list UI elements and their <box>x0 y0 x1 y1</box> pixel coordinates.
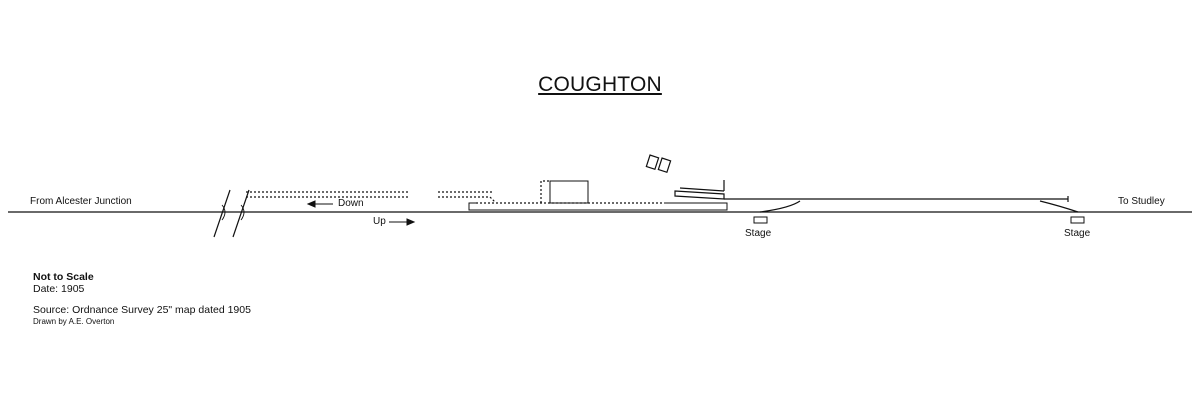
drawn-by-note: Drawn by A.E. Overton <box>33 317 115 326</box>
siding-line <box>679 187 725 192</box>
up-label: Up <box>373 216 386 227</box>
dotted-track-c <box>489 196 497 204</box>
source-note: Source: Ordnance Survey 25" map dated 19… <box>33 304 251 316</box>
small-hut-b <box>657 157 672 174</box>
up-arrow-head <box>406 218 416 226</box>
points-right <box>1039 200 1079 213</box>
building-dotted-outline <box>540 180 550 203</box>
goods-dock <box>674 190 725 200</box>
bridge-right <box>232 189 250 238</box>
points-left <box>759 200 801 213</box>
date-note: Date: 1905 <box>33 283 85 295</box>
platform <box>468 202 728 211</box>
stage-label-left: Stage <box>745 228 772 239</box>
scale-note: Not to Scale <box>33 271 94 283</box>
from-label: From Alcester Junction <box>30 196 132 207</box>
notes-block: Not to Scale Date: 1905 Source: Ordnance… <box>33 271 251 328</box>
small-hut-a <box>645 154 660 171</box>
stage-marker-left <box>753 216 768 224</box>
station-building <box>549 180 589 204</box>
bridge-left <box>213 189 231 238</box>
bridge-curve-b <box>240 204 245 221</box>
to-label: To Studley <box>1118 196 1165 207</box>
stage-marker-right <box>1070 216 1085 224</box>
down-label: Down <box>338 198 364 209</box>
bridge-curve-a <box>221 204 226 221</box>
diagram-title: COUGHTON <box>538 73 662 96</box>
down-arrow-head <box>306 200 316 208</box>
stage-label-right: Stage <box>1064 228 1091 239</box>
